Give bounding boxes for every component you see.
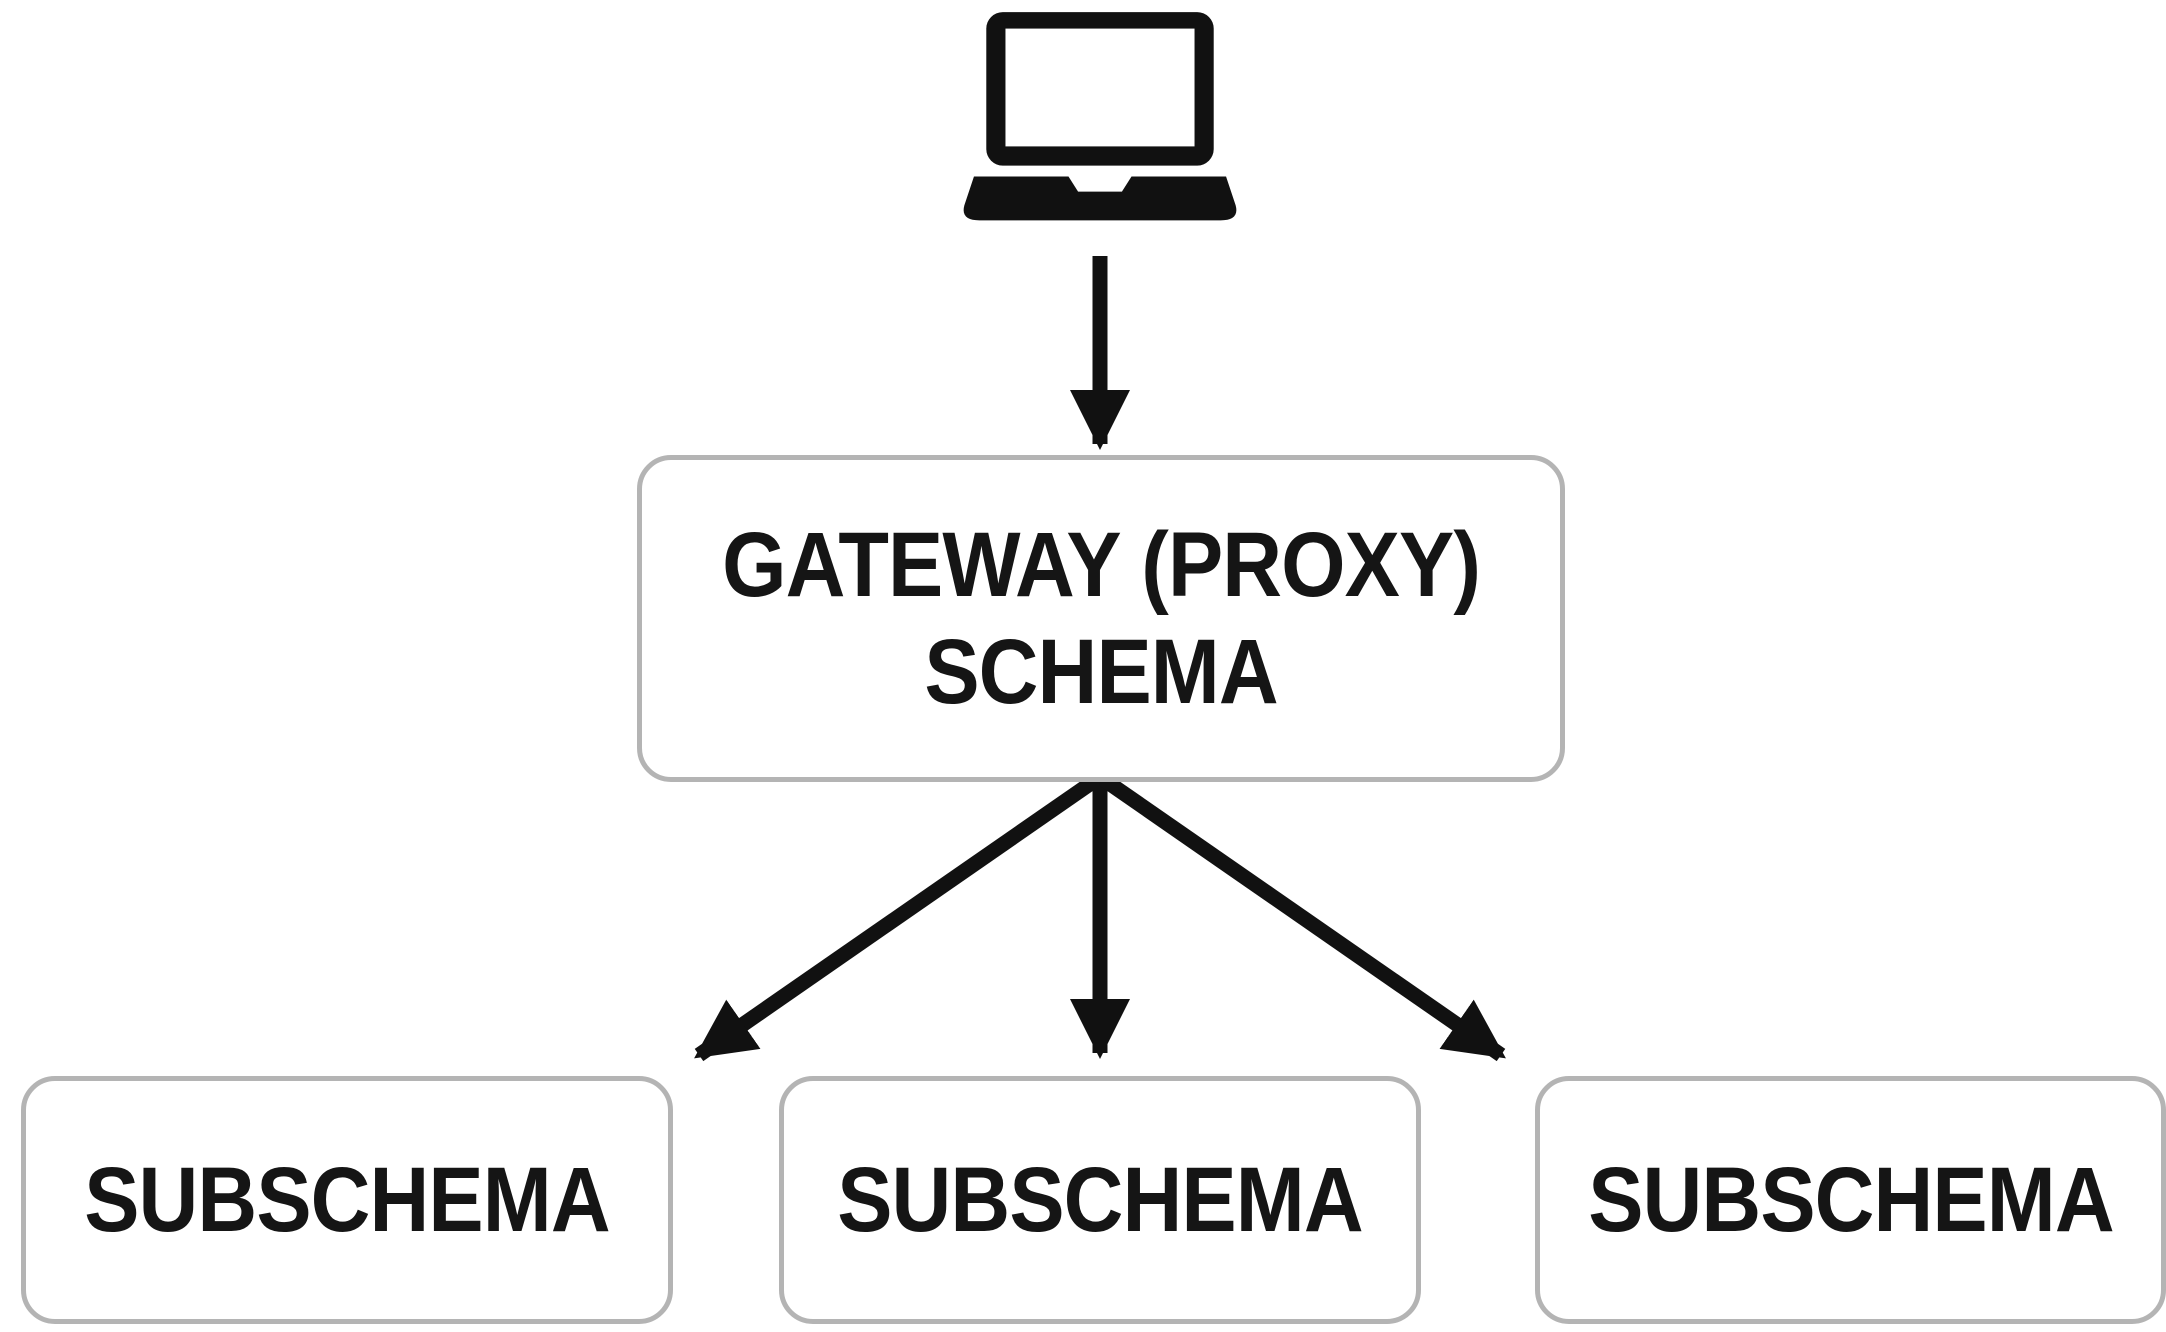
subschema-label-1: SUBSCHEMA (84, 1148, 610, 1251)
subschema-label-2: SUBSCHEMA (837, 1148, 1363, 1251)
laptop-base (963, 176, 1237, 221)
gateway-label-line2: SCHEMA (924, 620, 1278, 723)
laptop-screen-display (1005, 28, 1195, 147)
gateway-schema-label: GATEWAY (PROXY) SCHEMA (722, 512, 1481, 725)
subschema-node-3: SUBSCHEMA (1535, 1076, 2166, 1324)
subschema-node-1: SUBSCHEMA (21, 1076, 673, 1324)
gateway-label-line1: GATEWAY (PROXY) (722, 513, 1481, 616)
subschema-node-2: SUBSCHEMA (779, 1076, 1421, 1324)
edge-gateway-to-subschema-3 (1098, 772, 1506, 1062)
subschema-label-3: SUBSCHEMA (1587, 1148, 2114, 1251)
edge-gateway-to-subschema-1 (694, 772, 1102, 1062)
gateway-schema-node: GATEWAY (PROXY) SCHEMA (637, 455, 1565, 782)
laptop-icon (963, 12, 1237, 221)
laptop-base-notch (1068, 176, 1132, 192)
